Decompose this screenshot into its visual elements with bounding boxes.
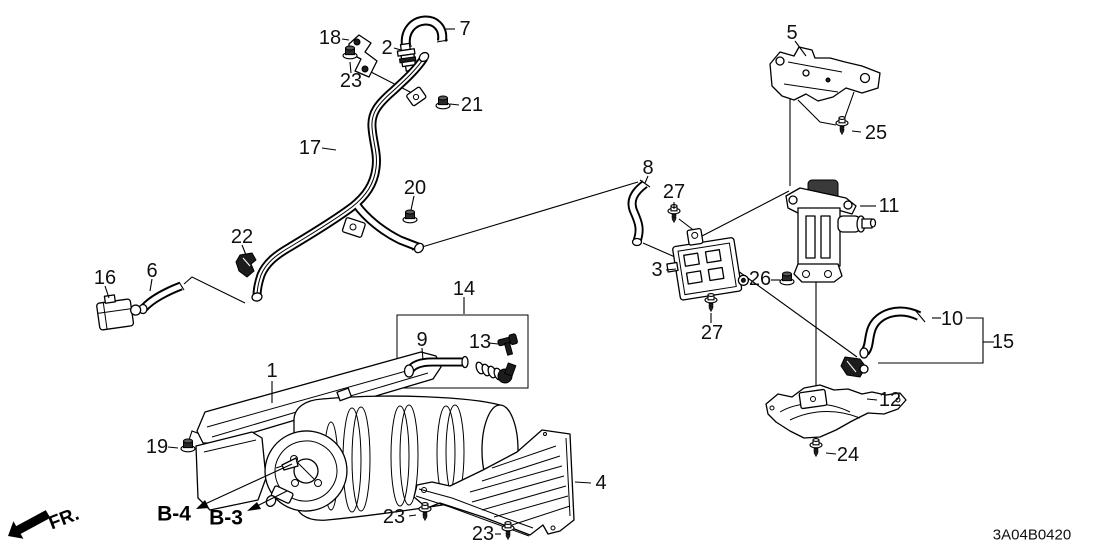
part-7-u-hose	[400, 15, 449, 48]
fr-direction-arrow	[8, 510, 51, 539]
part-16-valve	[96, 294, 142, 331]
callout-16: 16	[94, 267, 116, 289]
callout-5: 5	[786, 22, 797, 44]
fr-direction-label: FR.	[46, 504, 82, 535]
screw-icon-24	[809, 438, 823, 458]
part-22-clamp	[235, 252, 257, 278]
part-6-hose	[138, 281, 185, 315]
callout-27-lower: 27	[701, 322, 723, 344]
callout-3: 3	[651, 259, 662, 281]
callout-1: 1	[266, 360, 277, 382]
callout-26: 26	[749, 268, 771, 290]
callout-12: 12	[879, 389, 901, 411]
callout-9: 9	[416, 329, 427, 351]
screw-icon-25	[835, 116, 849, 136]
callout-15: 15	[992, 331, 1014, 353]
part-5-mount-bracket	[769, 46, 881, 102]
callout-6: 6	[146, 260, 157, 282]
part-17-vent-pipe-assembly	[251, 51, 430, 302]
ref-label-b3: B-3	[209, 507, 243, 530]
nut-icon-26	[779, 271, 795, 286]
callout-23-top: 23	[340, 70, 362, 92]
callout-17: 17	[299, 137, 321, 159]
diagram-code: 3A04B0420	[993, 527, 1071, 544]
b3-reference-arrow	[247, 490, 288, 511]
b4-reference-arrow	[196, 463, 293, 509]
part-14-kit-box	[396, 297, 529, 389]
callout-11: 11	[879, 195, 900, 217]
callout-2: 2	[381, 37, 392, 59]
callout-20: 20	[404, 177, 426, 199]
label-leader-dashes	[104, 28, 941, 535]
callout-22: 22	[231, 226, 253, 248]
part-4-heat-shield	[413, 429, 575, 537]
nut-icon-21	[435, 95, 451, 110]
callout-10: 10	[941, 308, 963, 330]
nut-icon-20	[402, 209, 418, 224]
ref-label-b4: B-4	[157, 503, 191, 526]
callout-7: 7	[459, 18, 470, 40]
part-8-hose	[627, 179, 651, 247]
nut-icon-23-top	[342, 45, 358, 60]
callout-14: 14	[453, 278, 475, 300]
callout-13: 13	[469, 331, 491, 353]
part-15-bracket-lines	[878, 317, 994, 364]
callout-19: 19	[146, 436, 168, 458]
part-9-hose	[403, 355, 469, 378]
callout-23-left: 23	[383, 506, 405, 528]
canister-b3-port	[270, 485, 294, 504]
part-12-lower-bracket	[765, 384, 907, 439]
part-15-clamp	[840, 356, 869, 378]
part-14-spring-fitting	[475, 361, 517, 384]
callout-8: 8	[642, 157, 653, 179]
connection-leader-lines	[183, 71, 858, 445]
part-13-clamp	[497, 333, 518, 356]
nut-icon-19	[180, 438, 196, 453]
callout-18: 18	[319, 27, 341, 49]
callout-25: 25	[865, 122, 887, 144]
part-3-canister-bracket	[666, 227, 750, 301]
callout-4: 4	[595, 472, 606, 494]
callout-21: 21	[461, 94, 483, 116]
part-10-hose	[859, 306, 926, 359]
part-11-valve-bracket	[785, 179, 877, 283]
callout-24: 24	[837, 444, 859, 466]
callout-27-upper: 27	[663, 181, 685, 203]
callout-23-right: 23	[472, 523, 494, 545]
